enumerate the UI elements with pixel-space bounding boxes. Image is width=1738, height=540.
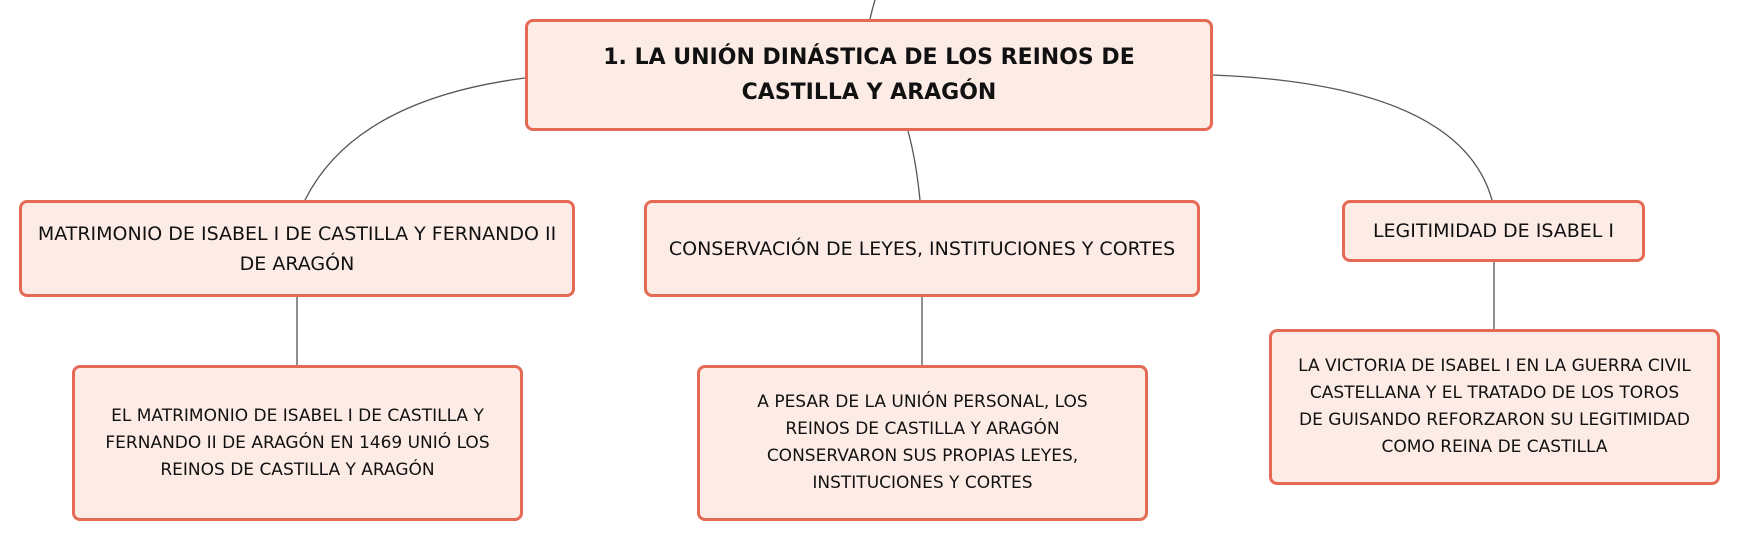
detail-node-conservacion[interactable]: A PESAR DE LA UNIÓN PERSONAL, LOS REINOS… [697,365,1148,521]
detail-text-matrimonio: EL MATRIMONIO DE ISABEL I DE CASTILLA Y … [105,405,490,480]
connector-root-to-conservacion [907,130,921,201]
branch-label-conservacion: CONSERVACIÓN DE LEYES, INSTITUCIONES Y C… [668,237,1176,260]
connector-parent-to-root [869,0,876,20]
detail-text-legitimidad: LA VICTORIA DE ISABEL I EN LA GUERRA CIV… [1298,356,1691,457]
root-topic-label: 1. LA UNIÓN DINÁSTICA DE LOS REINOS DE C… [603,45,1135,105]
detail-node-matrimonio[interactable]: EL MATRIMONIO DE ISABEL I DE CASTILLA Y … [72,365,523,521]
branch-label-legitimidad: LEGITIMIDAD DE ISABEL I [1372,220,1615,242]
branch-node-conservacion[interactable]: CONSERVACIÓN DE LEYES, INSTITUCIONES Y C… [644,200,1200,297]
detail-text-conservacion: A PESAR DE LA UNIÓN PERSONAL, LOS REINOS… [757,392,1088,493]
detail-node-legitimidad[interactable]: LA VICTORIA DE ISABEL I EN LA GUERRA CIV… [1269,329,1720,485]
connector-root-to-matrimonio [304,77,526,201]
branch-node-matrimonio[interactable]: MATRIMONIO DE ISABEL I DE CASTILLA Y FER… [19,200,575,297]
connector-root-to-legitimidad [1212,74,1493,201]
root-topic-node[interactable]: 1. LA UNIÓN DINÁSTICA DE LOS REINOS DE C… [525,19,1213,131]
branch-node-legitimidad[interactable]: LEGITIMIDAD DE ISABEL I [1342,200,1645,262]
branch-label-matrimonio: MATRIMONIO DE ISABEL I DE CASTILLA Y FER… [37,222,557,275]
